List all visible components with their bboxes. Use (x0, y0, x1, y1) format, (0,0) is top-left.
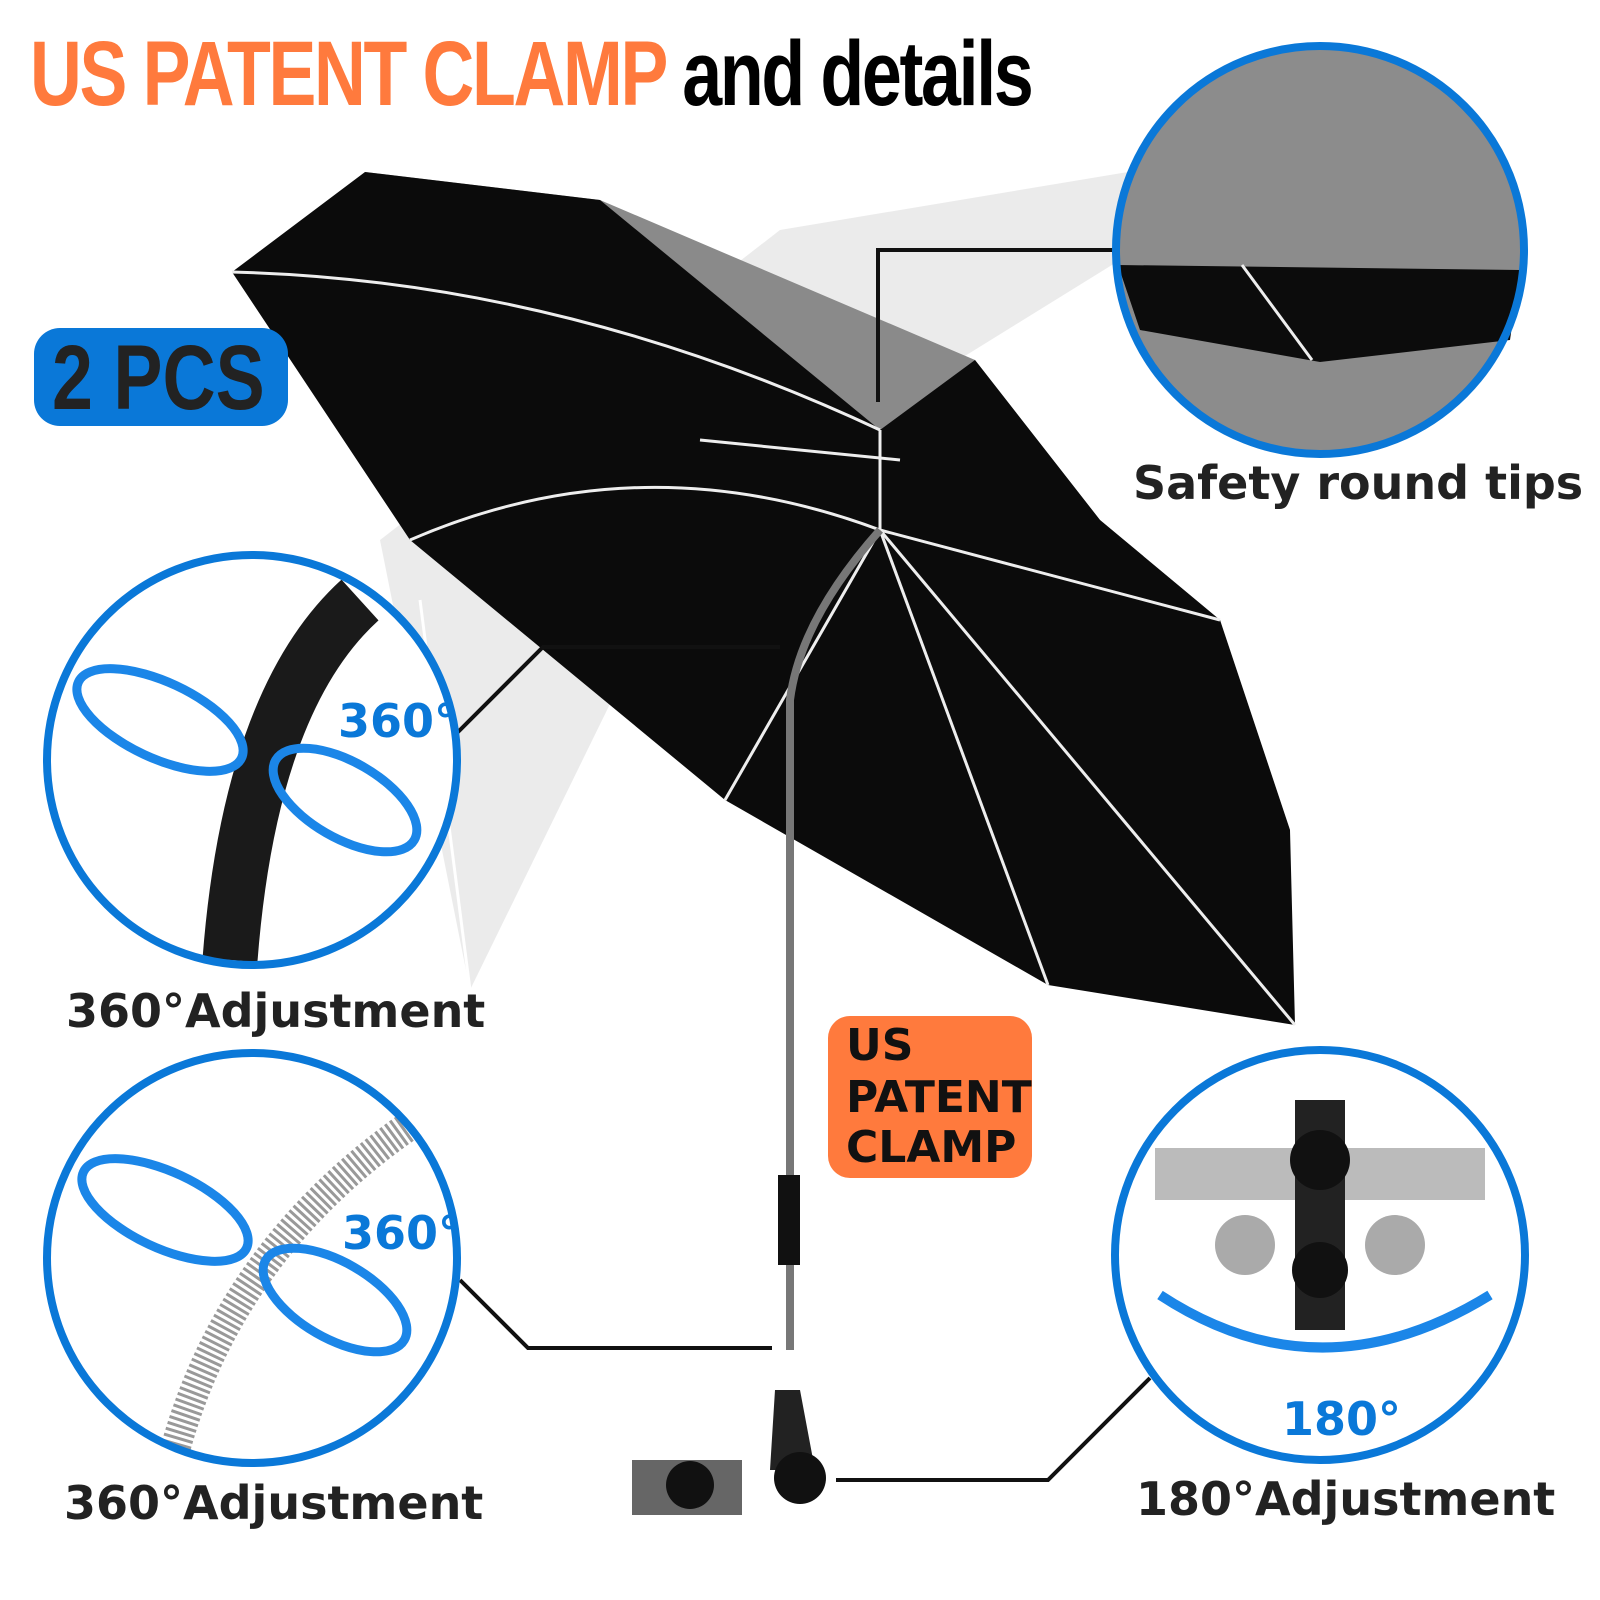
pole (786, 527, 883, 1350)
detail-spring (43, 1049, 461, 1467)
quantity-text: 2 PCS (52, 327, 265, 429)
ribs (231, 270, 1297, 1026)
connector-lines (453, 248, 1152, 1482)
clamp-degree: 180° (1282, 1392, 1402, 1446)
patent-line-1: US (846, 1020, 914, 1071)
detail-tips (1112, 42, 1528, 458)
patent-clamp-badge: US PATENT CLAMP (828, 1016, 1032, 1178)
spring-degree: 360° (342, 1206, 462, 1260)
patent-line-2: PATENT (846, 1072, 1032, 1123)
detail-joint (43, 551, 461, 969)
page-title: US PATENT CLAMP and details (30, 22, 1034, 127)
title-rest: and details (682, 23, 1033, 125)
clamp-icon (632, 1390, 826, 1515)
canopy-underside (232, 172, 1295, 1025)
tips-label: Safety round tips (1133, 456, 1584, 510)
canopy-top (365, 172, 1290, 830)
clamp-label: 180°Adjustment (1136, 1472, 1556, 1526)
patent-line-3: CLAMP (846, 1122, 1017, 1173)
joint-label: 360°Adjustment (66, 984, 486, 1038)
spring-label: 360°Adjustment (64, 1476, 484, 1530)
title-highlight: US PATENT CLAMP (30, 23, 667, 125)
detail-clamp-rotation (1111, 1046, 1529, 1464)
grip (778, 1175, 800, 1265)
quantity-badge: 2 PCS (34, 327, 288, 429)
joint-degree: 360° (338, 694, 458, 748)
